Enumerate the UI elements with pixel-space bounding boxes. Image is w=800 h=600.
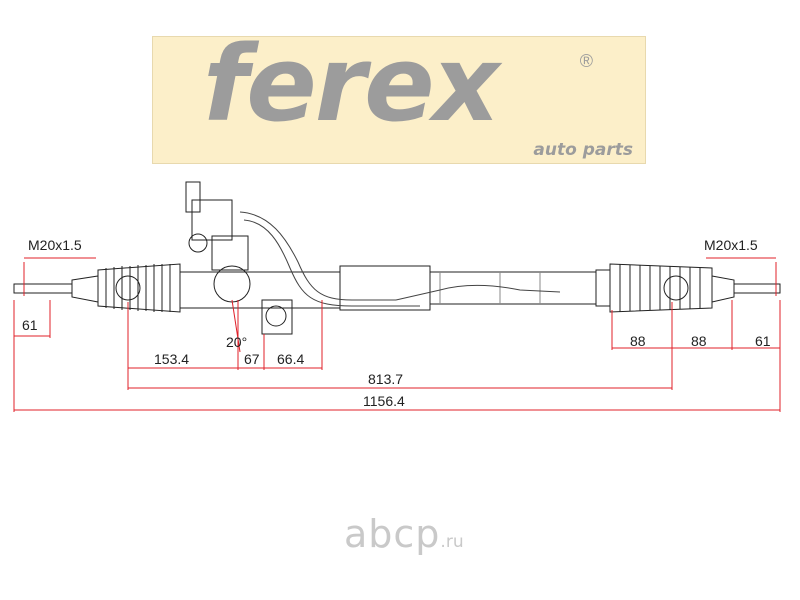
watermark-tld: .ru	[440, 532, 464, 552]
input-to-port-label: 67	[244, 351, 260, 367]
valve-housing	[339, 265, 431, 311]
watermark-main: abcp	[344, 512, 441, 556]
left-tie-rod-socket	[71, 275, 99, 303]
left-tie-rod	[13, 283, 73, 294]
hydraulic-lines	[239, 211, 561, 307]
right-end-label: 61	[755, 333, 771, 349]
port-offset-label: 66.4	[277, 351, 304, 367]
left-to-input-label: 153.4	[154, 351, 189, 367]
thread-left-label: M20x1.5	[28, 237, 82, 253]
abcp-watermark: abcp.ru	[344, 512, 464, 556]
input-angle-label: 20°	[226, 334, 247, 350]
dimension-lines	[13, 257, 781, 412]
right-tie-rod	[733, 283, 781, 294]
rack-outline	[13, 181, 781, 335]
ferex-logo: ferex ® auto parts	[152, 23, 646, 164]
inner-span-label: 813.7	[368, 371, 403, 387]
right-boot	[609, 263, 713, 313]
thread-right-label: M20x1.5	[704, 237, 758, 253]
registered-mark: ®	[579, 51, 593, 71]
left-end-label: 61	[22, 317, 38, 333]
left-boot	[97, 263, 181, 313]
input-shaft	[185, 181, 293, 335]
right-boot-clamp	[595, 269, 611, 307]
logo-brand: ferex	[203, 23, 500, 145]
overall-length-label: 1156.4	[363, 393, 405, 409]
right-tie-rod-socket	[711, 275, 735, 303]
right-boot-a-label: 88	[630, 333, 646, 349]
right-boot-b-label: 88	[691, 333, 707, 349]
logo-tagline: auto parts	[533, 140, 633, 160]
cylinder-tube	[429, 271, 597, 305]
